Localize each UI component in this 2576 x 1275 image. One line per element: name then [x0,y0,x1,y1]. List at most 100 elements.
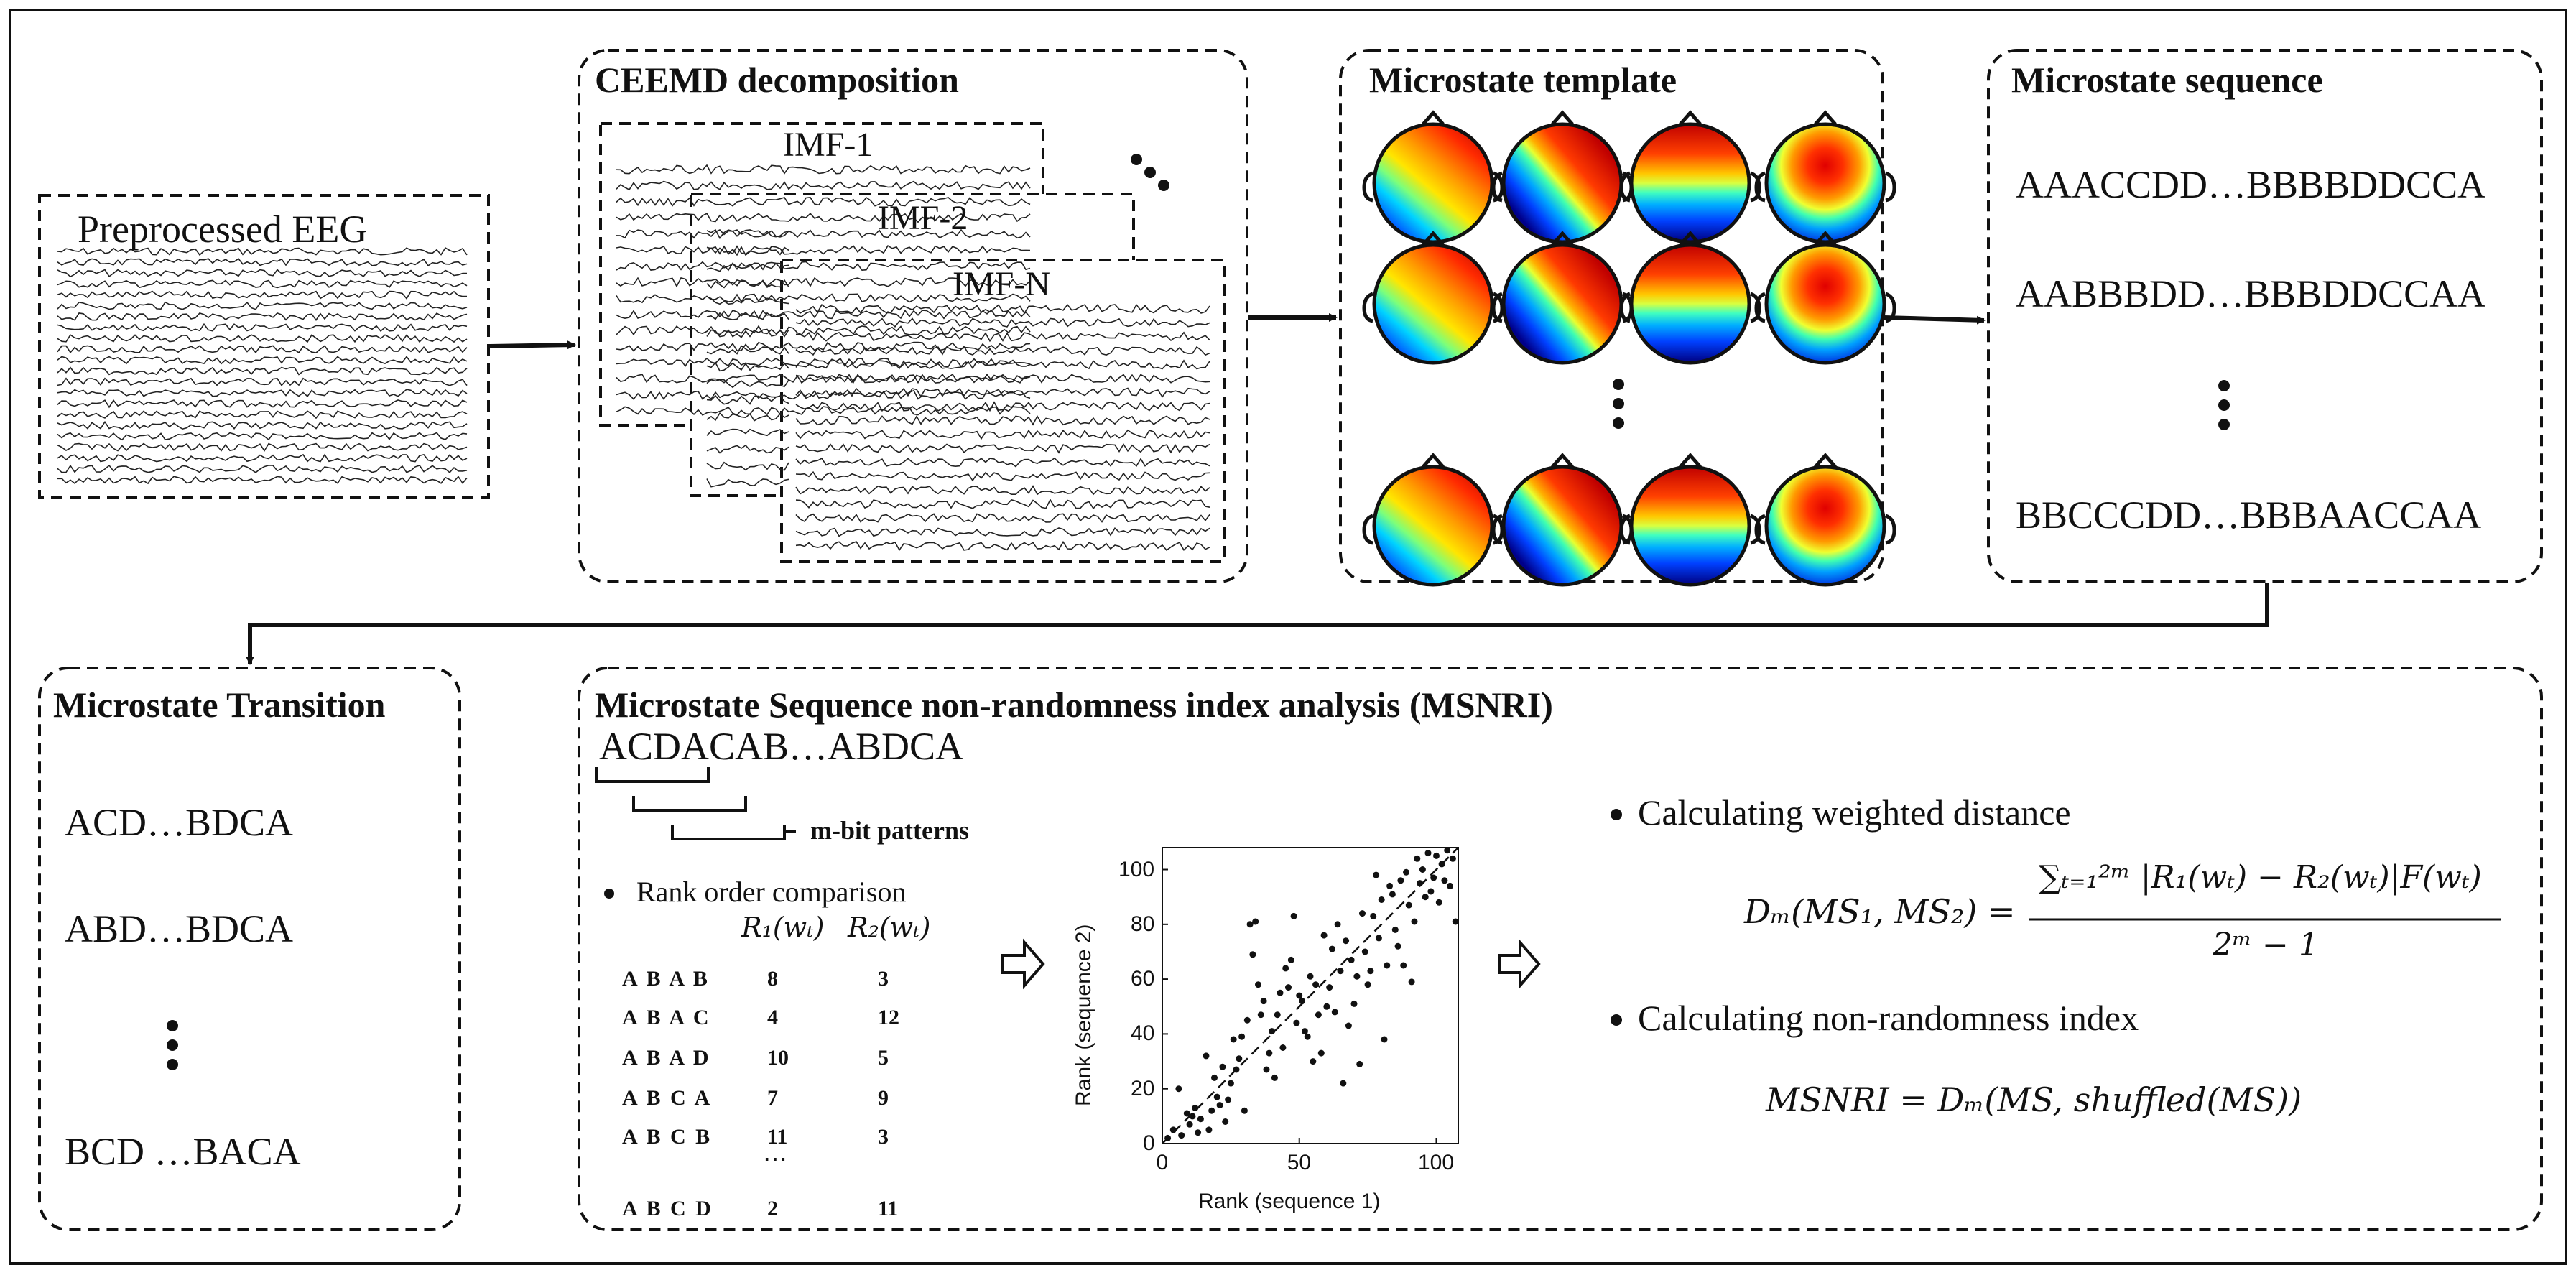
x-tick-label: 100 [1417,1151,1455,1174]
transition-line-2: ABD…BDCA [65,907,294,950]
trace-line [57,442,468,453]
ceemd-box [578,49,1248,583]
trace-line [795,513,1210,523]
scatter-point [1317,1049,1325,1057]
scatter-point [1175,1085,1182,1093]
topomap [1621,113,1759,244]
scatter-point [1408,978,1415,986]
sequence-box [1987,49,2543,583]
trace-line [57,464,468,473]
topomap-fill [1504,245,1621,363]
scatter-point [1312,981,1320,988]
arrow-template-to-sequence [1884,315,1986,325]
trace-line [706,296,789,305]
distance-formula-denominator: 2ᵐ − 1 [2213,927,2319,963]
trace-line [57,453,468,463]
scatter-point [1400,962,1407,969]
chart-x-label: Rank (sequence 1) [1198,1190,1381,1213]
head-outline [1764,122,1886,244]
table-r2: 12 [878,1006,899,1029]
msnri-box [578,667,2543,1231]
trace-line [57,420,468,430]
trace-line [706,279,789,289]
scatter-point [1285,984,1292,991]
sequence-title: Microstate sequence [2011,60,2323,100]
y-tick-label: 60 [1131,967,1155,991]
trace-line [706,345,789,355]
reference-line [1162,848,1458,1144]
scatter-point [1269,1028,1276,1035]
scatter-point [1345,1022,1352,1029]
trace-line [57,269,467,278]
scatter-chart [1162,847,1459,1144]
scatter-point [1337,968,1344,975]
scatter-point [1197,1116,1204,1123]
trace-line [57,432,468,441]
scatter-point [1424,850,1432,857]
sequence-line-2: AABBBDD…BBBDDCCAA [2016,272,2486,315]
table-pattern: A B C B [622,1125,713,1149]
topomap [1493,233,1631,365]
scatter-point [1230,1036,1237,1043]
trace-line [795,414,1210,426]
scatter-point [1246,921,1254,928]
scatter-point [1266,1049,1273,1057]
scatter-point [1331,1009,1338,1016]
scatter-point [1255,981,1261,988]
eeg-traces [57,164,1210,552]
scatter-point [1320,932,1328,939]
trace-line [706,245,789,256]
trace-line [706,412,789,422]
trace-line [57,476,468,485]
scatter-point [1340,1080,1347,1087]
eeg-box [38,194,490,499]
table-pattern: A B A C [622,1006,711,1029]
topomap-fill [1631,467,1749,585]
trace-line [616,389,1031,400]
trace-line [616,309,1031,320]
trace-line [795,470,1210,482]
transition-box [38,667,461,1231]
table-pattern: A B A B [622,967,710,991]
scatter-point [1282,965,1289,972]
trace-line [795,457,1210,468]
trace-line [795,429,1210,440]
trace-line [795,303,1210,315]
scatter-point [1422,894,1429,901]
scatter-point [1353,973,1361,980]
scatter-point [1356,1060,1363,1067]
trace-line [795,317,1210,328]
scatter-point [1433,852,1440,859]
scatter-point [1307,973,1314,980]
table-pattern: A B A D [622,1046,711,1070]
chart-y-label: Rank (sequence 2) [1072,924,1095,1106]
scatter-point [1211,1074,1218,1081]
trace-line [57,247,468,256]
scatter-point [1326,984,1333,991]
scatter-point [1403,868,1409,876]
trace-line [795,485,1210,496]
topomap-fill [1766,124,1884,242]
trace-line [57,312,468,321]
imf1-panel [599,122,1044,427]
scatter-point [1315,1011,1322,1019]
trace-line [57,334,468,343]
scatter-point [1299,998,1306,1005]
trace-line [57,290,468,300]
y-tick-label: 100 [1118,857,1155,881]
trace-line [795,540,1210,552]
trace-line [706,328,789,338]
trace-line [795,331,1210,343]
scatter-point [1203,1052,1210,1060]
trace-line [706,361,789,372]
trace-line [795,346,1210,356]
scatter-point [1257,1011,1264,1019]
topomap [1364,455,1502,587]
table-pattern: A B C D [622,1197,713,1220]
scatter-point [1447,882,1454,889]
scatter-point [1271,1074,1278,1081]
scatter-point [1263,1066,1270,1073]
head-outline [1764,465,1886,587]
scatter-point [1329,945,1335,952]
topomap [1621,233,1759,365]
